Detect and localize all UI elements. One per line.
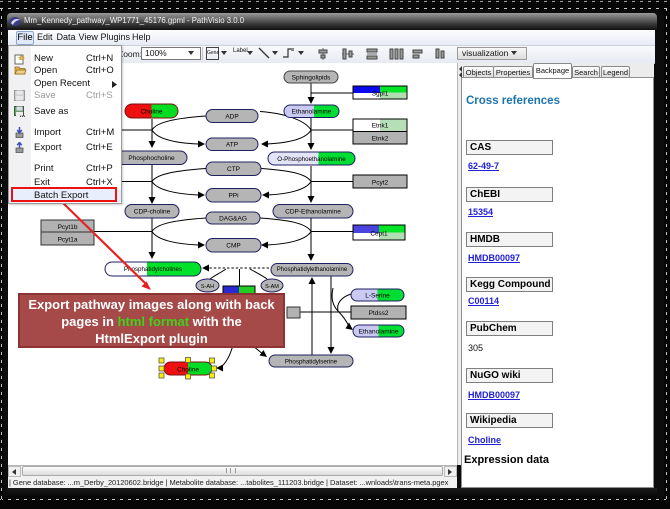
svg-text:CDP-Ethanolamine: CDP-Ethanolamine: [285, 209, 341, 216]
svg-text:Sphingolipids: Sphingolipids: [292, 75, 331, 82]
svg-text:CTP: CTP: [227, 166, 240, 173]
svg-text:Pcyt1a: Pcyt1a: [58, 237, 78, 244]
svg-text:DAG&AG: DAG&AG: [219, 216, 247, 223]
svg-text:PPi: PPi: [228, 193, 238, 200]
svg-text:Etnk1: Etnk1: [372, 123, 389, 130]
svg-text:Ethanolamine: Ethanolamine: [292, 109, 332, 116]
svg-text:ADP: ADP: [225, 114, 238, 121]
svg-text:CDP-choline: CDP-choline: [134, 209, 171, 216]
svg-text:Etnk2: Etnk2: [372, 136, 389, 143]
svg-text:Pcyt2: Pcyt2: [372, 180, 389, 187]
svg-text:CMP: CMP: [226, 243, 240, 250]
svg-text:Ethanolamine: Ethanolamine: [359, 329, 399, 336]
svg-text:Pcyt1b: Pcyt1b: [58, 224, 78, 231]
svg-text:Cept1: Cept1: [370, 231, 388, 238]
svg-text:S-AM: S-AM: [265, 284, 279, 290]
svg-text:Phosphocholine: Phosphocholine: [128, 155, 175, 162]
svg-text:Sgpl1: Sgpl1: [372, 91, 389, 98]
svg-text:L-Serine: L-Serine: [365, 293, 390, 300]
svg-text:Phosphatidylethanolamine: Phosphatidylethanolamine: [277, 267, 348, 273]
svg-text:Phosphatidylcholines: Phosphatidylcholines: [124, 266, 182, 273]
svg-text:Phosphatidylserine: Phosphatidylserine: [285, 359, 338, 366]
svg-text:Choline: Choline: [140, 109, 162, 116]
svg-text:ATP: ATP: [226, 142, 238, 149]
svg-text:O-Phosphoethanolamine: O-Phosphoethanolamine: [277, 156, 346, 163]
svg-text:S-AH: S-AH: [201, 284, 214, 290]
svg-text:Ptdss2: Ptdss2: [369, 310, 389, 317]
svg-text:Choline: Choline: [177, 367, 199, 374]
